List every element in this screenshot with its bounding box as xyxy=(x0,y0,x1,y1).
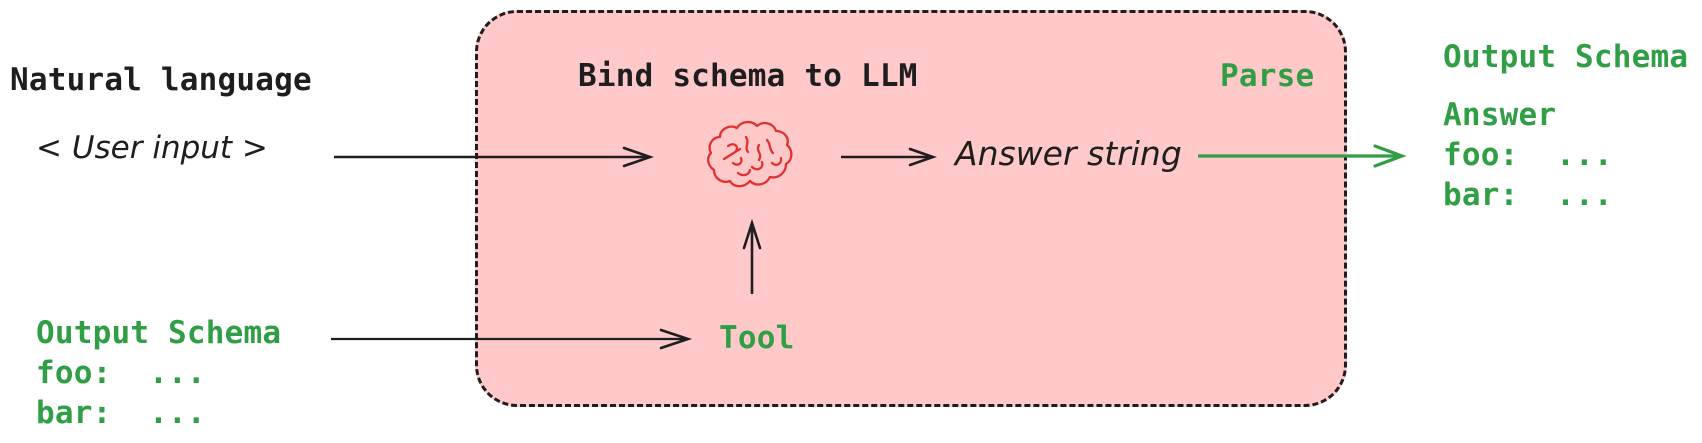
user-input-label: < User input > xyxy=(36,130,268,166)
output-schema-line-foo: foo: ... xyxy=(1443,137,1613,173)
arrow-schema-to-tool xyxy=(330,328,693,350)
arrow-parse-to-output xyxy=(1197,143,1407,169)
arrow-tool-to-llm xyxy=(741,218,763,297)
answer-string-label: Answer string xyxy=(955,134,1182,173)
parse-label: Parse xyxy=(1220,58,1315,94)
output-schema-subtitle: Answer xyxy=(1443,97,1557,133)
tool-label: Tool xyxy=(719,320,795,356)
brain-icon xyxy=(700,118,796,196)
output-schema-block: Output Schema Answer foo: ... bar: ... xyxy=(1443,37,1688,215)
input-schema-title: Output Schema xyxy=(36,315,282,351)
input-schema-line-bar: bar: ... xyxy=(36,395,206,431)
llm-bind-box xyxy=(475,10,1347,407)
natural-language-label: Natural language xyxy=(10,62,312,98)
output-schema-title: Output Schema xyxy=(1443,39,1689,75)
output-schema-line-bar: bar: ... xyxy=(1443,177,1613,213)
input-schema-block: Output Schema foo: ... bar: ... xyxy=(36,313,281,433)
input-schema-line-foo: foo: ... xyxy=(36,355,206,391)
arrow-llm-to-answer-string xyxy=(840,146,937,168)
arrow-user-input-to-llm xyxy=(333,146,654,168)
bind-schema-title: Bind schema to LLM xyxy=(578,58,918,94)
